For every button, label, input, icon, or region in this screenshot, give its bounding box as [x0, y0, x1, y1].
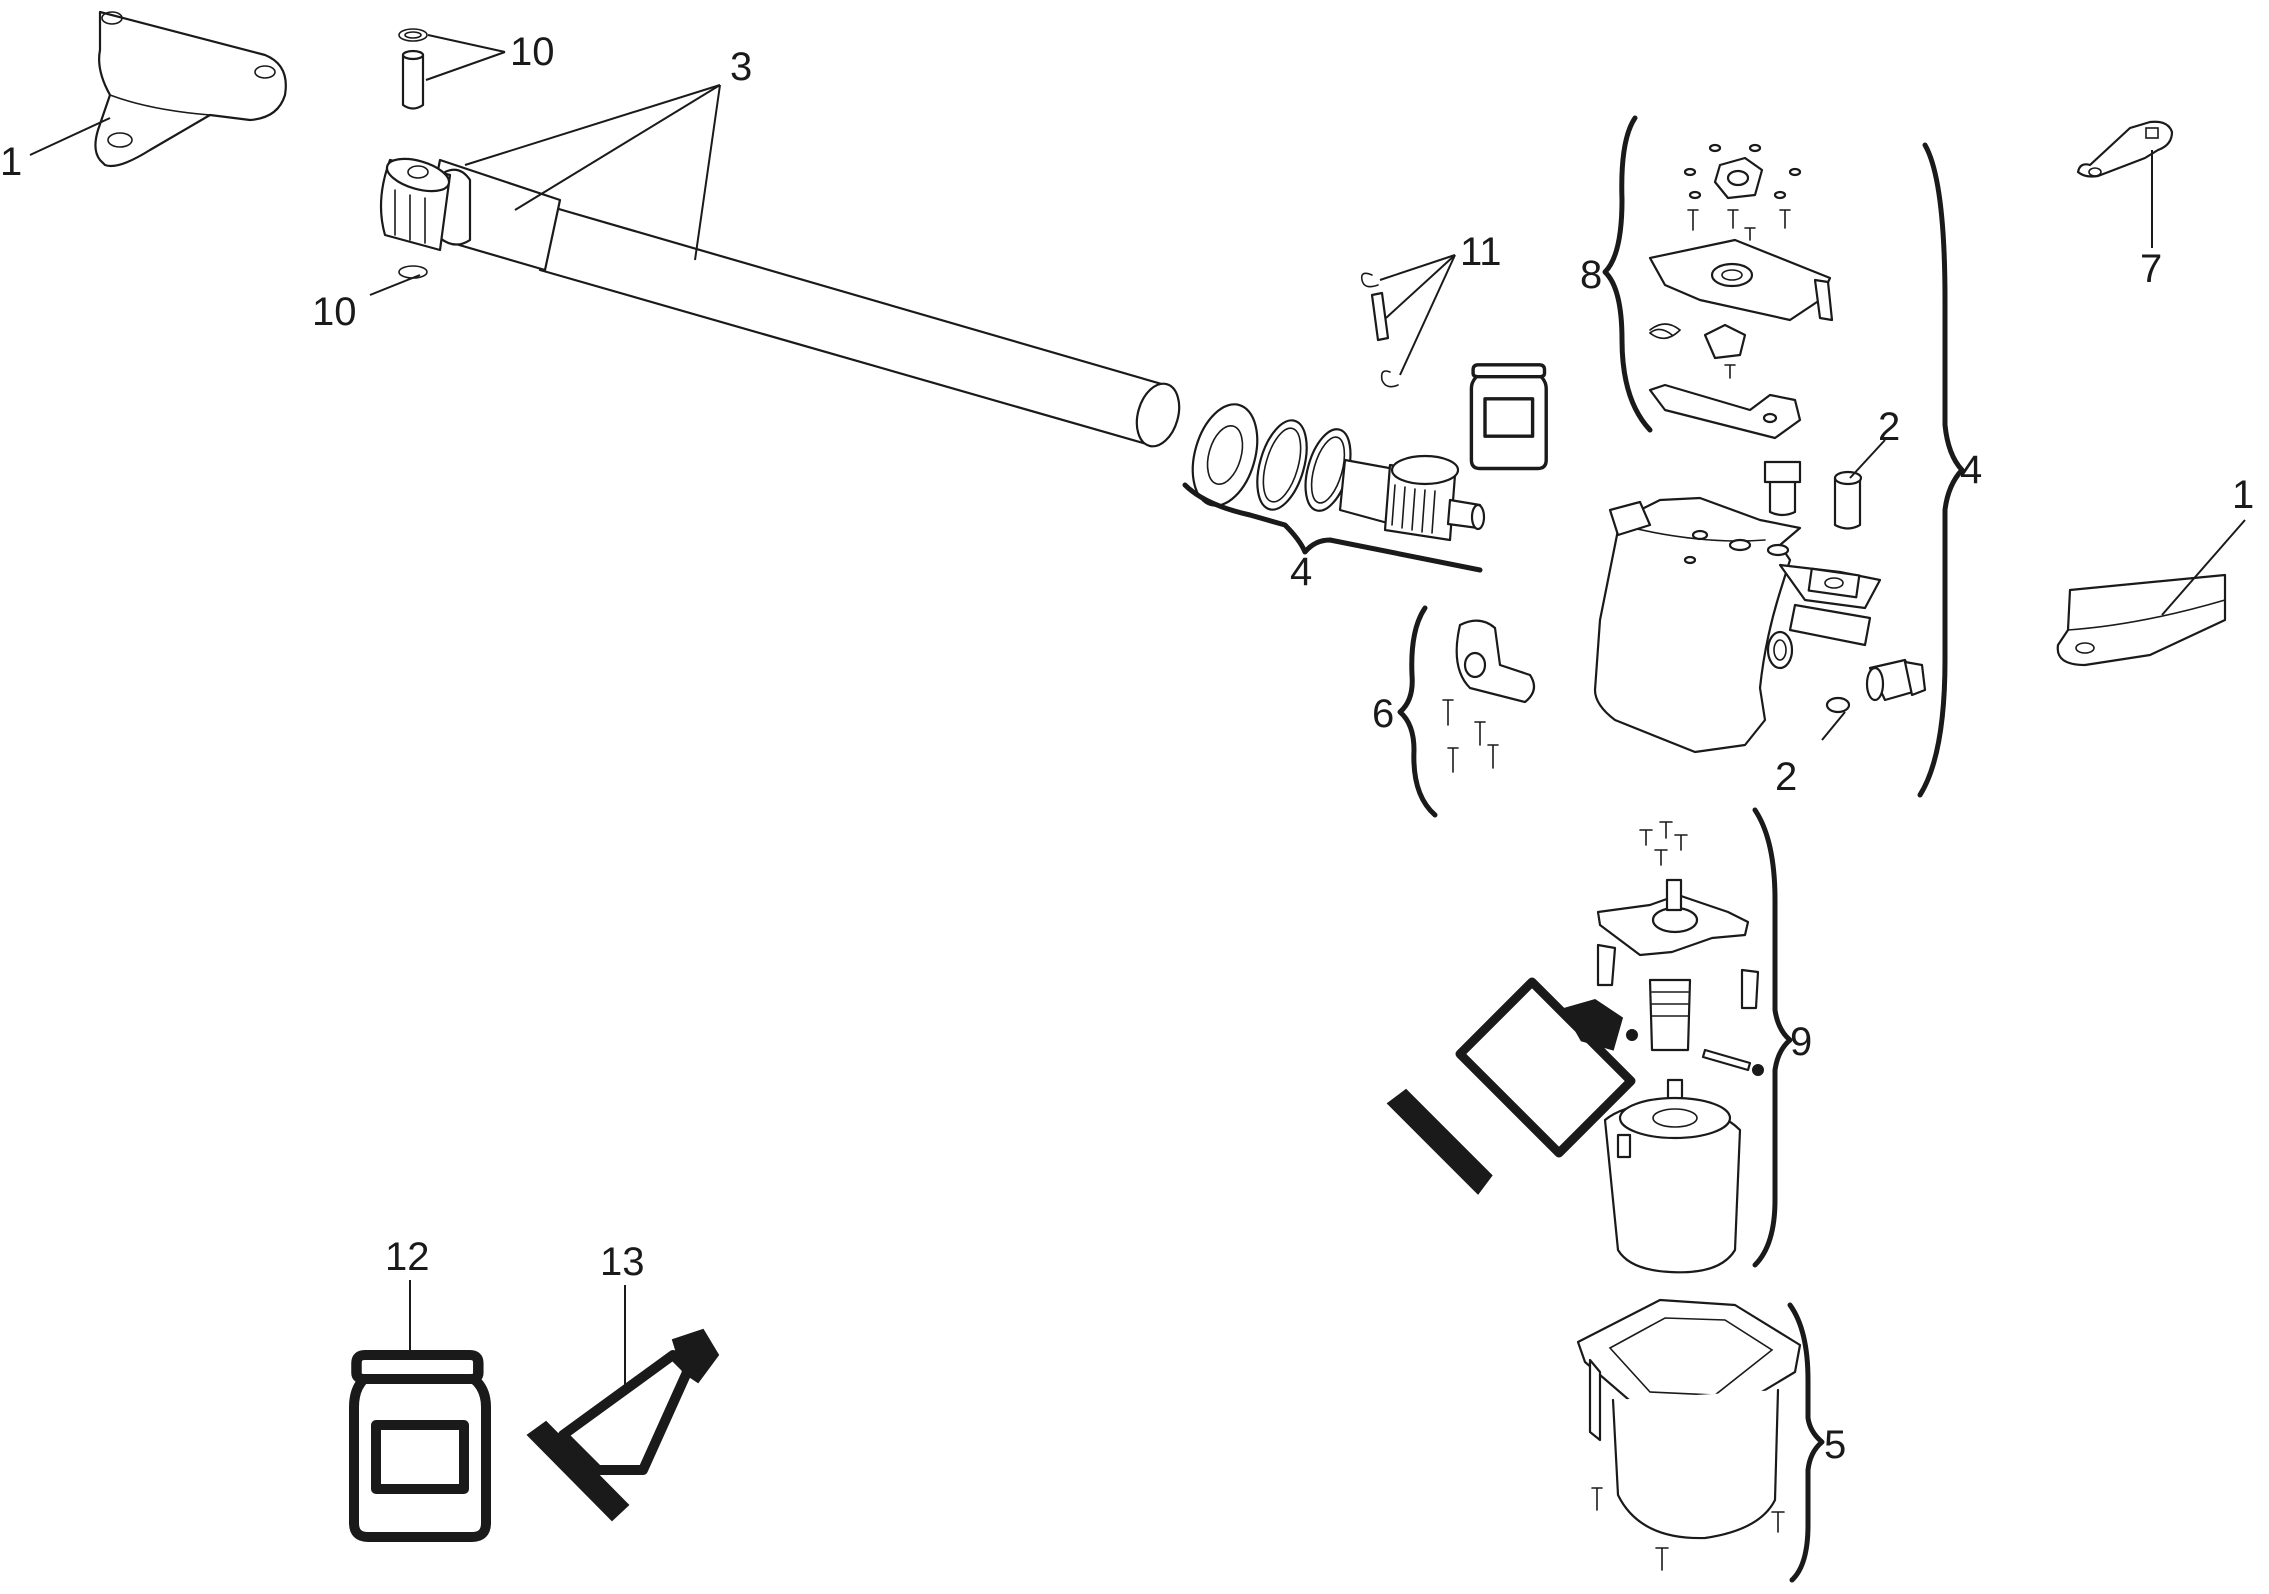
- callout-2-upper: 2: [1878, 405, 1900, 449]
- motor-assembly-part-9: [1596, 821, 1764, 1274]
- plug-part-2-upper: [1763, 460, 1863, 530]
- tube-icon-large: [1386, 977, 1636, 1195]
- callout-13: 13: [600, 1240, 645, 1284]
- lever-part-7: [2076, 120, 2174, 178]
- callout-9: 9: [1790, 1020, 1812, 1064]
- bracket-part-1-left: [94, 10, 287, 168]
- jar-icon: [349, 1350, 491, 1542]
- callout-3: 3: [730, 45, 752, 89]
- callout-12: 12: [385, 1235, 430, 1279]
- pin-part-10: [398, 28, 428, 279]
- callout-10-upper: 10: [510, 30, 555, 74]
- gear-housing-part-5: [1576, 1298, 1802, 1571]
- housing-part-4: [1593, 496, 1882, 754]
- callout-6: 6: [1372, 692, 1394, 736]
- callout-1-left: 1: [0, 140, 22, 184]
- cable-gland: [1865, 658, 1927, 702]
- callout-1-right: 1: [2232, 473, 2254, 517]
- callout-8: 8: [1580, 253, 1602, 297]
- callout-10-lower: 10: [312, 290, 357, 334]
- clips-part-11: [1360, 272, 1399, 388]
- callout-2-lower: 2: [1775, 755, 1797, 799]
- gear-assembly-part-4: [1191, 403, 1486, 542]
- cover-assembly-part-8: [1648, 143, 1834, 440]
- actuator-tube-part-3: [379, 157, 1181, 448]
- callout-5: 5: [1824, 1423, 1846, 1467]
- bracket-part-1-right: [2056, 573, 2227, 667]
- callout-4-right: 4: [1960, 448, 1982, 492]
- callout-11: 11: [1460, 230, 1502, 274]
- clamp-part-6: [1442, 619, 1536, 773]
- jar-icon: [1469, 363, 1548, 471]
- tube-icon: [526, 1328, 720, 1522]
- callout-7: 7: [2140, 247, 2162, 291]
- o-ring-part-2-lower: [1825, 696, 1851, 714]
- callout-4-mid: 4: [1290, 550, 1312, 594]
